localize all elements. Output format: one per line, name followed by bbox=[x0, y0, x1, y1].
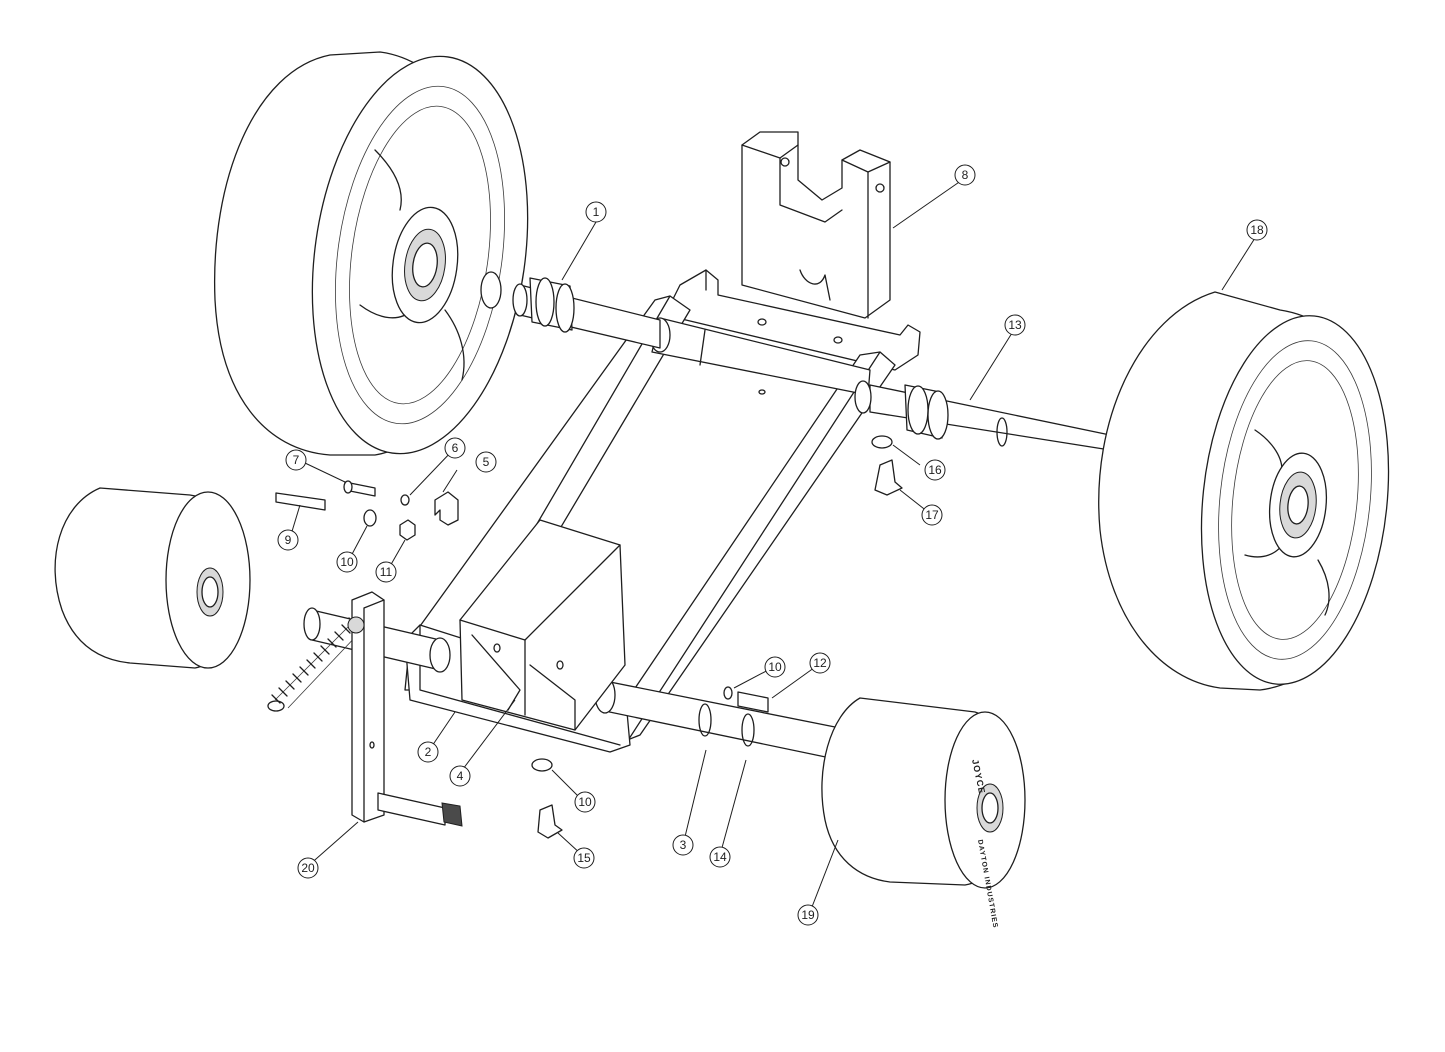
svg-text:14: 14 bbox=[713, 850, 727, 864]
balloon-13: 13 bbox=[1004, 314, 1026, 336]
svg-text:16: 16 bbox=[928, 463, 942, 477]
balloon-9: 9 bbox=[277, 529, 299, 551]
svg-text:5: 5 bbox=[483, 455, 490, 469]
center-block bbox=[459, 519, 626, 731]
balloon-18: 18 bbox=[1246, 219, 1268, 241]
balloon-5: 5 bbox=[475, 451, 497, 473]
svg-text:4: 4 bbox=[457, 769, 464, 783]
svg-text:2: 2 bbox=[425, 745, 432, 759]
balloon-10c: 10 bbox=[764, 656, 786, 678]
large-wheel-left bbox=[213, 51, 529, 456]
svg-text:19: 19 bbox=[801, 908, 815, 922]
spring-and-handle bbox=[267, 591, 463, 827]
svg-text:1: 1 bbox=[593, 205, 600, 219]
small-hardware bbox=[275, 435, 903, 839]
balloon-10a: 10 bbox=[336, 551, 358, 573]
balloon-15: 15 bbox=[573, 847, 595, 869]
small-wheel-bottom-right: JOYCE DAYTON INDUSTRIES bbox=[821, 697, 1026, 929]
balloon-4: 4 bbox=[449, 765, 471, 787]
svg-text:13: 13 bbox=[1008, 318, 1022, 332]
balloon-11: 11 bbox=[375, 561, 397, 583]
svg-text:6: 6 bbox=[452, 441, 459, 455]
svg-text:20: 20 bbox=[301, 861, 315, 875]
small-wheel-left bbox=[54, 487, 251, 669]
balloon-10b: 10 bbox=[574, 791, 596, 813]
svg-text:15: 15 bbox=[577, 851, 591, 865]
balloon-16: 16 bbox=[924, 459, 946, 481]
svg-text:8: 8 bbox=[962, 168, 969, 182]
svg-text:12: 12 bbox=[813, 656, 827, 670]
rear-axle bbox=[303, 607, 841, 761]
balloon-17: 17 bbox=[921, 504, 943, 526]
svg-text:7: 7 bbox=[293, 453, 300, 467]
svg-text:10: 10 bbox=[578, 795, 592, 809]
svg-text:11: 11 bbox=[380, 565, 393, 579]
upper-bracket bbox=[741, 131, 891, 319]
spring bbox=[267, 617, 361, 712]
svg-text:3: 3 bbox=[680, 838, 687, 852]
balloon-12: 12 bbox=[809, 652, 831, 674]
svg-text:9: 9 bbox=[285, 533, 292, 547]
balloon-3: 3 bbox=[672, 834, 694, 856]
front-axle bbox=[512, 277, 1111, 451]
svg-text:10: 10 bbox=[340, 555, 354, 569]
balloon-1: 1 bbox=[585, 201, 607, 223]
balloon-2: 2 bbox=[417, 741, 439, 763]
svg-text:17: 17 bbox=[925, 508, 939, 522]
svg-text:18: 18 bbox=[1250, 223, 1264, 237]
balloon-19: 19 bbox=[797, 904, 819, 926]
large-wheel-right bbox=[1098, 291, 1390, 691]
balloon-6: 6 bbox=[444, 437, 466, 459]
balloon-14: 14 bbox=[709, 846, 731, 868]
balloon-8: 8 bbox=[954, 164, 976, 186]
svg-text:10: 10 bbox=[768, 660, 782, 674]
balloon-7: 7 bbox=[285, 449, 307, 471]
balloon-20: 20 bbox=[297, 857, 319, 879]
